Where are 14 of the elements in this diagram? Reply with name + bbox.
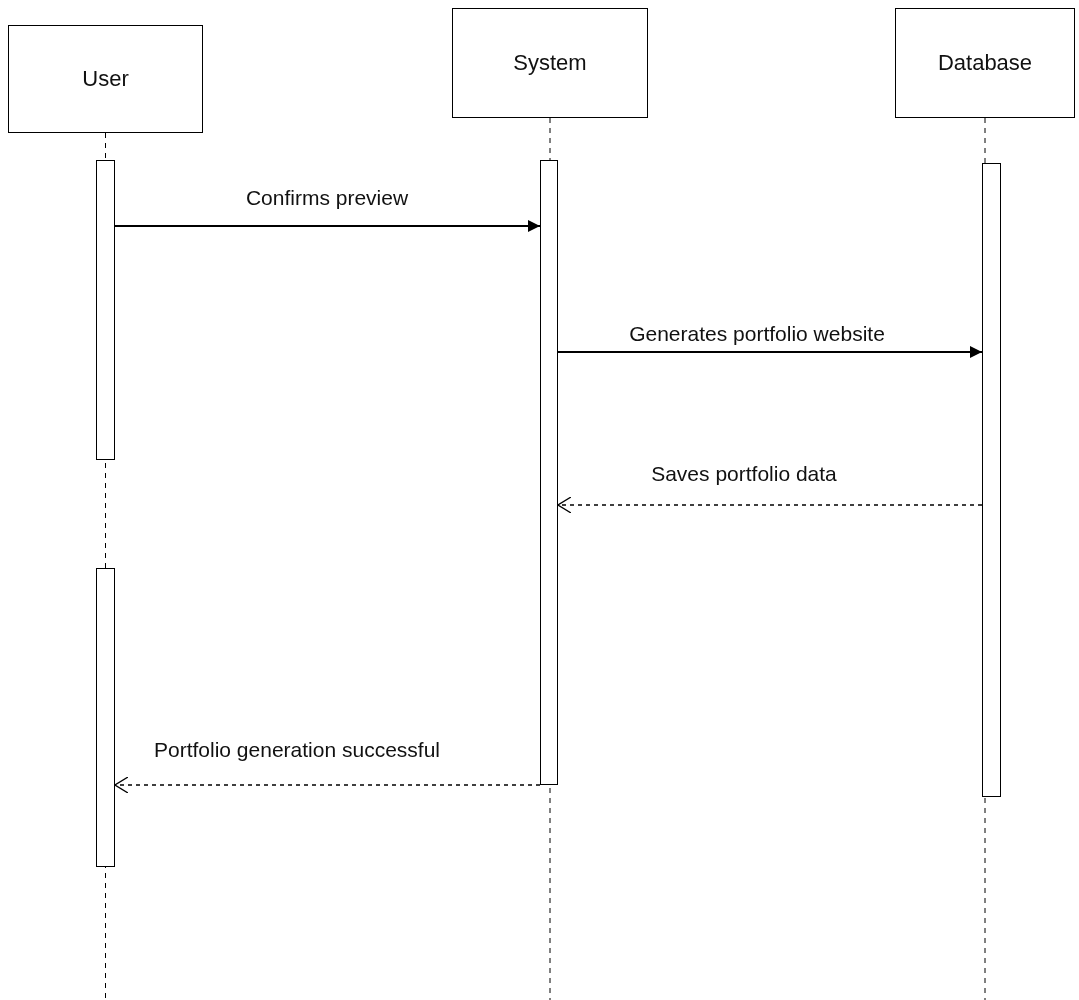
return-message-arrow	[114, 776, 541, 794]
activation-bar	[96, 160, 115, 460]
activation-bar	[96, 568, 115, 867]
participant-name: Database	[937, 50, 1033, 76]
activation-bar	[540, 160, 558, 785]
participant-box	[895, 8, 1075, 118]
activation-bar	[982, 163, 1001, 797]
return-message-arrow	[557, 496, 983, 514]
participant-box	[452, 8, 648, 118]
message-arrow	[557, 346, 983, 358]
participant-name: User	[82, 66, 129, 92]
message-arrow	[114, 220, 541, 232]
participant-name: System	[513, 50, 587, 76]
participant-box	[8, 25, 203, 133]
